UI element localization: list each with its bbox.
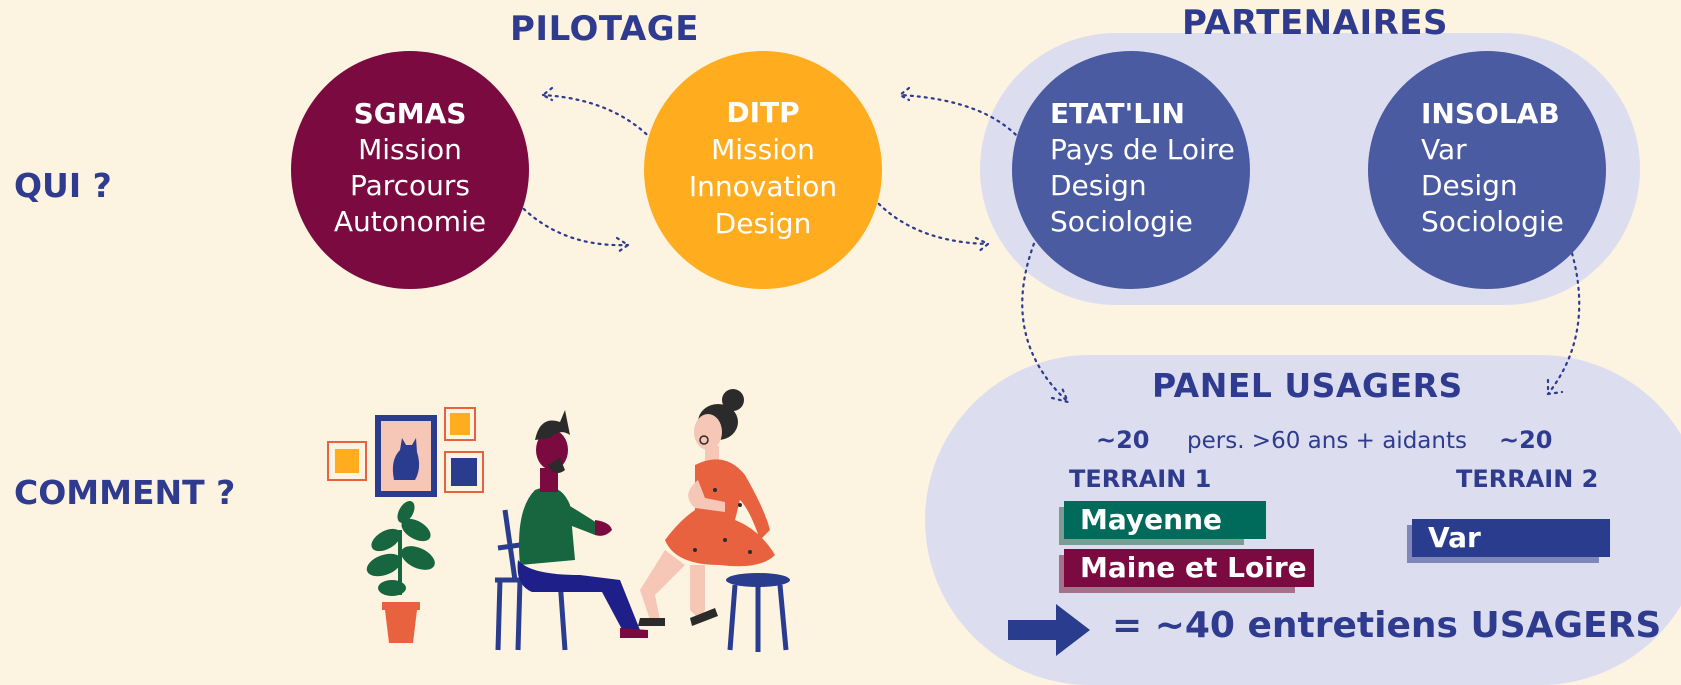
woman-figure xyxy=(638,389,775,626)
man-figure xyxy=(517,410,648,638)
circle-sgmas-title: SGMAS xyxy=(353,97,467,130)
row-label-qui: QUI ? xyxy=(14,166,112,205)
circle-etatlin-line-2: Design xyxy=(1050,169,1147,202)
panel-total: = ~40 entretiens USAGERS xyxy=(1112,605,1662,646)
circle-ditp-title: DITP xyxy=(726,96,800,129)
circle-insolab-text: INSOLAB Var Design Sociologie xyxy=(1421,96,1601,240)
arrow-etatlin-to-ditp xyxy=(898,93,1027,147)
tag-mayenne: Mayenne xyxy=(1064,501,1266,539)
circle-sgmas xyxy=(291,51,529,289)
arrow-etatlin-to-panel xyxy=(1021,216,1070,404)
circle-ditp-line-2: Innovation xyxy=(688,170,838,203)
interview-illustration xyxy=(327,389,790,652)
arrow-right-icon xyxy=(1008,604,1090,656)
arrow-ditp-to-etatlin xyxy=(863,186,990,246)
circle-etatlin-title: ETAT'LIN xyxy=(1050,97,1185,130)
arrowhead-ditp-top xyxy=(898,86,911,102)
arrowhead-panel-right xyxy=(1546,378,1564,396)
circle-ditp xyxy=(644,51,882,289)
circle-insolab-title: INSOLAB xyxy=(1421,97,1560,130)
row-label-comment: COMMENT ? xyxy=(14,473,236,512)
terrain-2-label: TERRAIN 2 xyxy=(1456,465,1599,493)
circle-ditp-text: DITP Mission Innovation Design xyxy=(644,94,882,242)
circle-sgmas-text: SGMAS Mission Parcours Autonomie xyxy=(291,96,529,240)
circle-sgmas-line-3: Autonomie xyxy=(333,205,487,238)
plant-icon xyxy=(366,501,435,643)
partenaires-heading: PARTENAIRES xyxy=(1182,3,1448,43)
circle-sgmas-line-2: Parcours xyxy=(349,169,471,202)
arrowhead-etatlin xyxy=(974,236,991,254)
panel-title: PANEL USAGERS xyxy=(1152,366,1463,405)
tag-maine-et-loire: Maine et Loire xyxy=(1064,549,1314,587)
arrowhead-ditp-left xyxy=(615,236,630,254)
circle-etatlin-line-1: Pays de Loire xyxy=(1050,133,1235,166)
panel-count-left: ~20 xyxy=(1096,426,1150,454)
tag-var: Var xyxy=(1412,519,1610,557)
circle-etatlin-text: ETAT'LIN Pays de Loire Design Sociologie xyxy=(1050,96,1270,240)
wall-frames xyxy=(327,407,484,497)
circle-sgmas-line-1: Mission xyxy=(358,133,462,166)
circle-insolab-line-1: Var xyxy=(1421,133,1467,166)
panel-description: pers. >60 ans + aidants xyxy=(1187,428,1467,454)
circle-etatlin-line-3: Sociologie xyxy=(1050,205,1193,238)
circle-etatlin xyxy=(1012,51,1250,289)
terrain-1-label: TERRAIN 1 xyxy=(1069,465,1212,493)
stool-right xyxy=(726,573,790,652)
circle-insolab-line-3: Sociologie xyxy=(1421,205,1564,238)
circle-insolab-line-2: Design xyxy=(1421,169,1518,202)
arrowhead-panel-left xyxy=(1050,386,1070,404)
circle-insolab xyxy=(1368,51,1606,289)
circle-ditp-line-1: Mission xyxy=(711,133,815,166)
pilotage-heading: PILOTAGE xyxy=(510,9,699,49)
arrowhead-sgmas xyxy=(541,86,554,102)
panel-count-right: ~20 xyxy=(1499,426,1553,454)
circle-ditp-line-3: Design xyxy=(714,207,812,240)
arrow-insolab-to-panel xyxy=(1546,238,1581,396)
